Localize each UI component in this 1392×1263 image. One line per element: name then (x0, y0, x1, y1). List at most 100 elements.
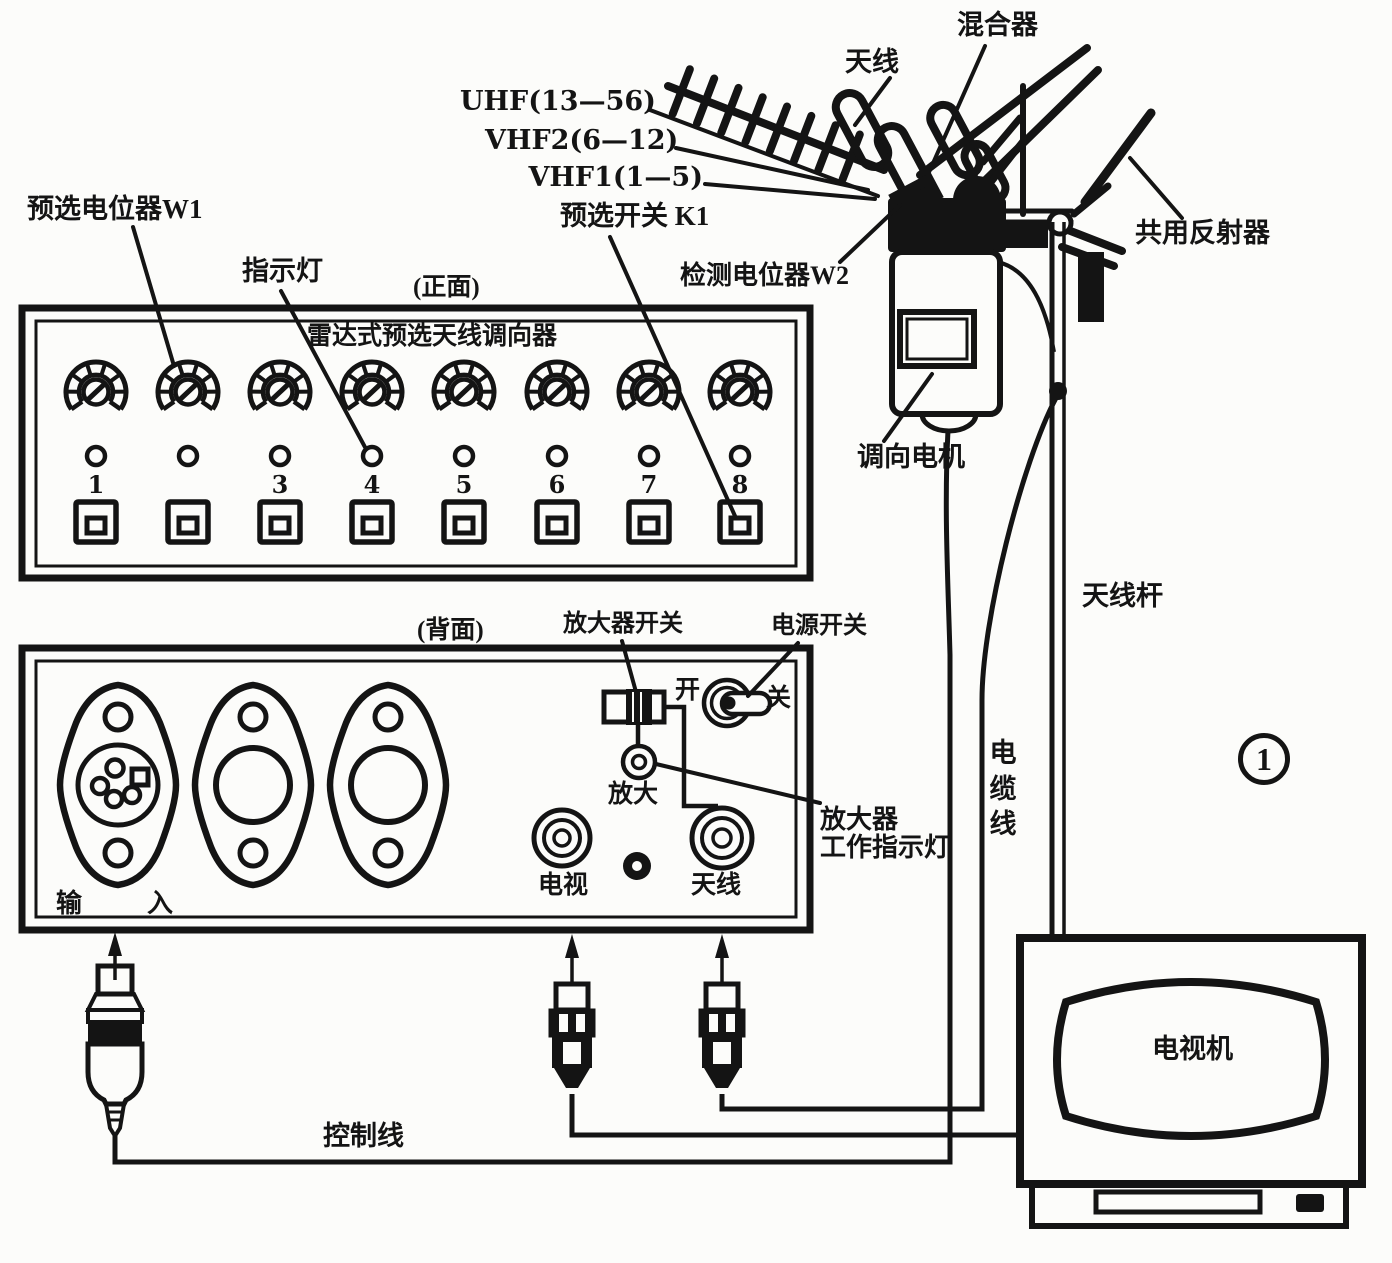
tv-base (1029, 1181, 1349, 1229)
back-orientation-label: (背面) (417, 617, 484, 644)
platform-bar (1002, 222, 1048, 248)
front-panel-title: 雷达式预选天线调向器 (307, 323, 558, 350)
channel-number: 5 (455, 470, 473, 499)
tv-set-label: 电视机 (1152, 1034, 1233, 1064)
channel-lamp (640, 447, 658, 465)
channel-number: 3 (271, 470, 289, 499)
channel-lamp (731, 447, 749, 465)
input-label-right: 入 (147, 889, 174, 918)
cables-drawing (112, 396, 1059, 1165)
off-label: 关 (766, 685, 792, 712)
front-orientation-label: (正面) (413, 274, 480, 301)
callout-power-switch: 电源开关 (771, 613, 867, 639)
channel-lamp (87, 447, 105, 465)
callout-vhf2: VHF2(6—12) (485, 125, 679, 156)
din-socket-detail (75, 742, 161, 828)
vhf-rod (979, 114, 1024, 166)
circled-number-text: 1 (1256, 740, 1272, 777)
callout-amp-switch: 放大器开关 (563, 611, 683, 637)
up-arrow (106, 930, 124, 982)
preset-button (260, 502, 300, 542)
channel-lamp (271, 447, 289, 465)
callout-mixer: 混合器 (957, 10, 1038, 40)
preset-button (444, 502, 484, 542)
callout-uhf: UHF(13—56) (460, 86, 656, 117)
callout-vhf1: VHF1(1—5) (528, 162, 703, 193)
preset-button (352, 502, 392, 542)
up-arrow (713, 932, 731, 984)
up-arrow (563, 932, 581, 984)
preset-dial (527, 362, 587, 409)
preset-dial (158, 362, 218, 409)
tv-jack-label: 电视 (538, 872, 589, 899)
amp-switch-wire (664, 704, 718, 809)
balun-box (1078, 252, 1104, 322)
tv-screen (1053, 978, 1329, 1140)
circled-number-badge: 1 (1238, 733, 1290, 785)
callout-steering-motor: 调向电机 (857, 442, 965, 472)
callout-detect-pot: 检测电位器W2 (680, 261, 850, 290)
channel-number: 7 (640, 470, 658, 499)
callout-indicator-lamp: 指示灯 (242, 256, 323, 286)
tv-drawing (1016, 934, 1366, 1229)
round-socket (330, 685, 446, 885)
preset-dial (710, 362, 770, 409)
cable-tie-knot (1049, 382, 1067, 400)
plugs-drawing (84, 930, 744, 1140)
tv-jack-drawing (531, 807, 593, 869)
preset-button (168, 502, 208, 542)
vhf-rod (916, 44, 1091, 179)
tv-slot (1093, 1189, 1263, 1215)
motor-drawing (889, 249, 1056, 434)
callout-preset-switch: 预选开关 K1 (560, 201, 710, 231)
coax-cable (719, 396, 1059, 1112)
channel-number: 6 (548, 470, 566, 499)
channel-lamp (455, 447, 473, 465)
leader-lines (131, 44, 1184, 805)
motor-cap (888, 198, 1006, 252)
tv-cable (569, 1094, 1022, 1138)
channel-number: 4 (363, 470, 381, 499)
channel-lamp (179, 447, 197, 465)
callout-control-line: 控制线 (323, 1121, 404, 1151)
input-label-left: 输 (56, 889, 83, 918)
callout-amp-indicator-2: 工作指示灯 (820, 833, 951, 862)
vhf-rod (984, 136, 1028, 190)
antenna-assembly-drawing (664, 44, 1156, 322)
preset-button (76, 502, 116, 542)
channel-lamp (548, 447, 566, 465)
channel-number: 1 (87, 470, 105, 499)
power-switch-drawing (701, 677, 773, 729)
amp-indicator-drawing (620, 743, 658, 781)
preset-dial (342, 362, 402, 409)
uhf-yagi-drawing (664, 65, 888, 184)
preset-dial (66, 362, 126, 409)
antenna-jack-drawing (689, 805, 755, 871)
mast-drawing (1049, 222, 1067, 938)
control-cable (112, 429, 953, 1165)
amp-switch-drawing (601, 689, 667, 725)
callout-antenna-mast: 天线杆 (1082, 581, 1163, 611)
amp-jack-label: 放大 (608, 781, 659, 808)
motor-mast-wire (997, 260, 1056, 353)
back-panel-drawing (18, 644, 814, 934)
callout-preset-pot: 预选电位器W1 (27, 194, 203, 224)
antenna-jack-label: 天线 (691, 872, 742, 899)
grommet-drawing (623, 852, 651, 880)
callout-common-reflector: 共用反射器 (1135, 218, 1270, 248)
coax-plug-drawing (550, 984, 594, 1088)
callout-cable: 电缆线 (989, 738, 1017, 840)
preset-button (629, 502, 669, 542)
preset-dial (434, 362, 494, 409)
preset-dial-row (66, 362, 770, 409)
on-label: 开 (675, 677, 701, 704)
round-socket (195, 685, 311, 885)
preset-dial (250, 362, 310, 409)
tv-button-drawing (1296, 1194, 1324, 1212)
channel-number: 8 (731, 470, 749, 499)
callout-amp-indicator-1: 放大器 (820, 805, 899, 834)
coax-plug-drawing (700, 984, 744, 1088)
preset-button (720, 502, 760, 542)
